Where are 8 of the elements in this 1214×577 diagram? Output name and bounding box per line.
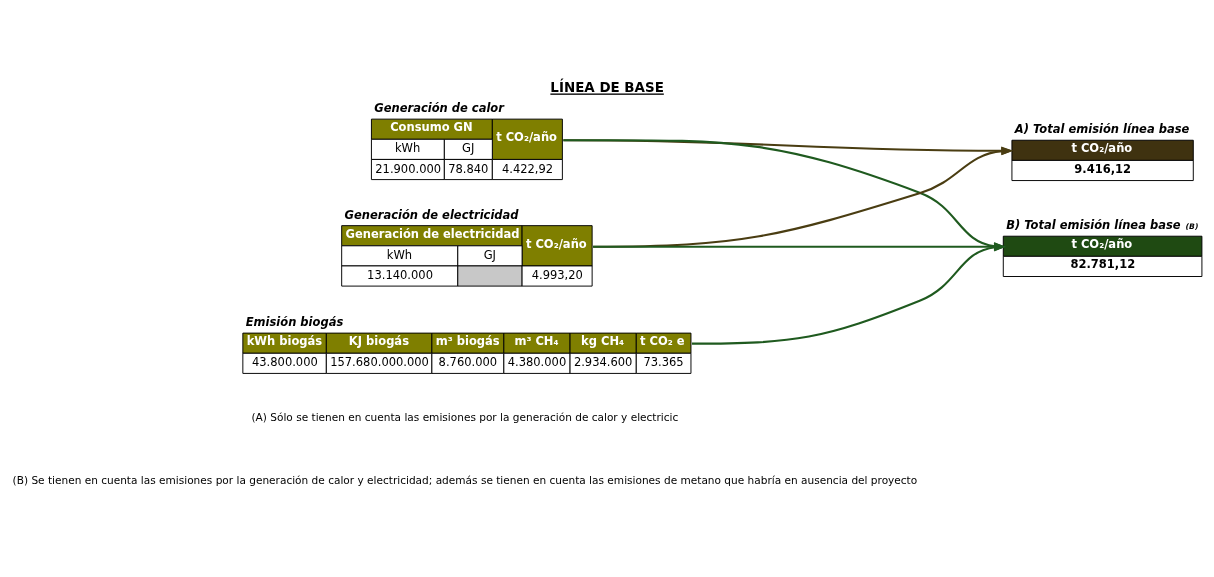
node-label: A) Total emisión línea base [1014,122,1190,137]
node-label: Generación de electricidad [344,207,519,222]
node-label: B) Total emisión línea base (B) [1006,218,1199,233]
label: (A) Sólo se tienen en cuenta las emisiones por la generación de calor y electricic [251,411,679,424]
diagram-title: LÍNEA DE BASE [550,80,664,96]
label: (B) Se tienen en cuenta las emisiones por la generación de calor y electricidad; además se tienen en cuenta las emisiones de metano que habría en ausencia del proyecto [12,473,918,486]
node-label: Generación de calor [374,101,504,116]
node-text: Emisión biogás kWh biogás KJ biogás m³ biogás m³ CH₄ kg CH₄ t CO₂ e 43.800.000 157.680.000.000 8.760.000 4.380.000 2.934.600 73.365 [245,315,685,370]
